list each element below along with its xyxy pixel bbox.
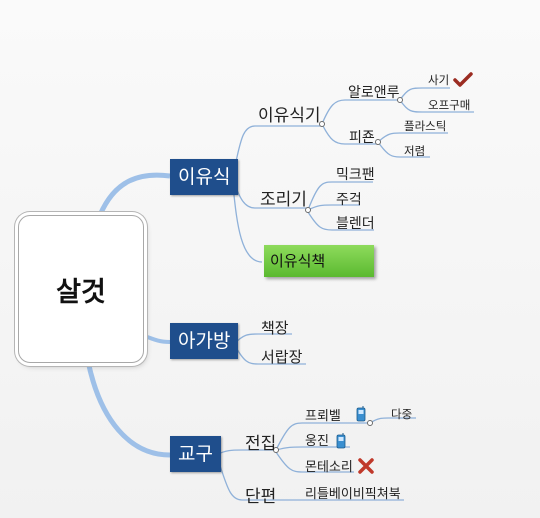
topic-aloha[interactable]: 알로앤루 bbox=[348, 85, 400, 101]
topic-single[interactable]: 단편 bbox=[245, 487, 277, 507]
branch-baby-food[interactable]: 이유식 bbox=[170, 159, 239, 195]
topic-drawer[interactable]: 서랍장 bbox=[261, 348, 303, 366]
topic-full-set[interactable]: 전집 bbox=[245, 434, 277, 454]
topic-cooker[interactable]: 조리기 bbox=[260, 190, 307, 210]
branch-teaching-tools[interactable]: 교구 bbox=[170, 436, 221, 472]
topic-pigeon[interactable]: 피죤 bbox=[349, 130, 375, 146]
topic-plastic[interactable]: 플라스틱 bbox=[404, 119, 447, 133]
checkmark-icon bbox=[453, 72, 473, 87]
topic-baby-feeder[interactable]: 이유식기 bbox=[258, 106, 321, 126]
topic-froebel[interactable]: 프뢰벨 bbox=[305, 409, 341, 424]
topic-montessori[interactable]: 몬테소리 bbox=[305, 460, 353, 475]
topic-masher[interactable]: 주걱 bbox=[336, 192, 362, 208]
topic-mixer[interactable]: 믹크팬 bbox=[336, 167, 375, 183]
root-topic[interactable]: 살것 bbox=[18, 215, 144, 363]
topic-baby-food-book[interactable]: 이유식책 bbox=[264, 245, 374, 277]
topic-multi[interactable]: 다중 bbox=[391, 407, 413, 421]
phone-icon bbox=[356, 406, 366, 422]
phone-icon bbox=[336, 433, 346, 449]
topic-little-baby-picture-book[interactable]: 리틀베이비픽쳐북 bbox=[305, 487, 401, 502]
topic-cheap[interactable]: 저렴 bbox=[404, 144, 426, 158]
topic-woongjin[interactable]: 웅진 bbox=[305, 434, 329, 449]
branch-agabang[interactable]: 아가방 bbox=[170, 323, 239, 359]
topic-buy[interactable]: 사기 bbox=[428, 73, 450, 87]
topic-blender[interactable]: 블렌더 bbox=[336, 216, 375, 232]
topic-bookshelf[interactable]: 책장 bbox=[261, 319, 289, 337]
topic-offline-buy[interactable]: 오프구매 bbox=[428, 98, 471, 112]
cross-icon bbox=[358, 458, 374, 474]
